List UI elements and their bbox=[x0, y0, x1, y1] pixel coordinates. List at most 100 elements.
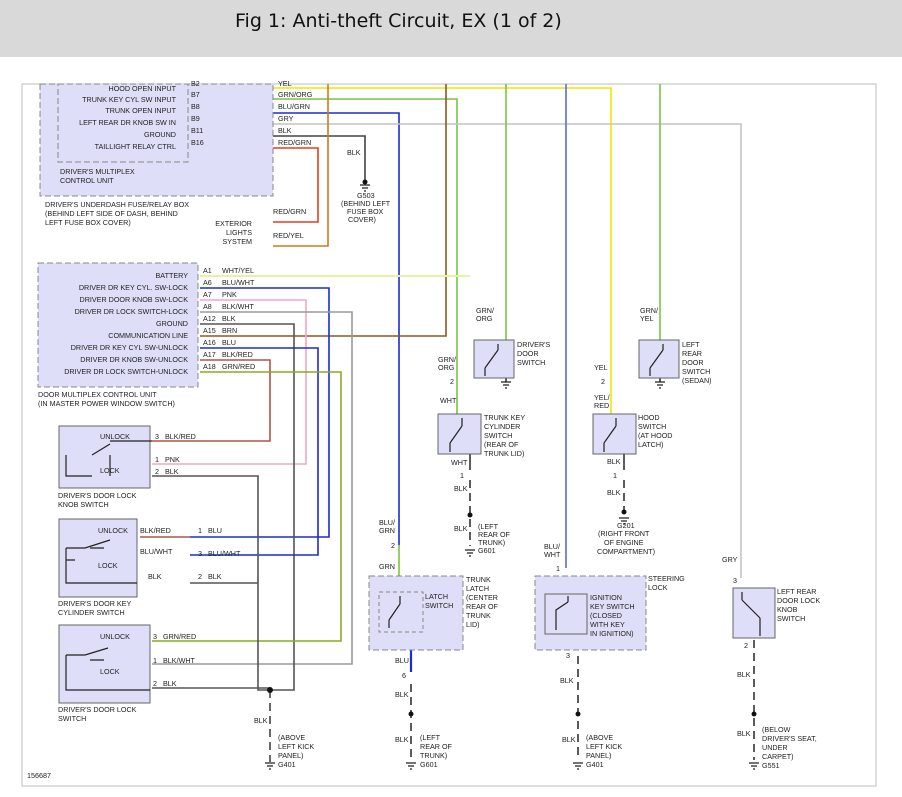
fuse-pin-number: B8 bbox=[191, 102, 200, 111]
driver-door-contact bbox=[484, 344, 499, 376]
left-rear-door-switch-box bbox=[638, 339, 680, 379]
ignition-contact bbox=[555, 596, 569, 630]
multiplex-control-unit bbox=[57, 83, 189, 163]
ground-g601-trunk bbox=[465, 549, 475, 557]
latch-contact bbox=[388, 596, 401, 628]
latch-label: LID) bbox=[466, 620, 480, 629]
driver-door-label: DOOR bbox=[517, 349, 539, 358]
ignition-steering: STEERING bbox=[648, 574, 685, 583]
left-rear-door-wire: GRN/YEL bbox=[640, 306, 658, 323]
ignition-out-pin: 3 bbox=[566, 651, 570, 660]
exterior-lights-label: LIGHTS bbox=[226, 228, 252, 237]
door-wire-color: BLU bbox=[222, 338, 236, 347]
door-wire-color: BLK bbox=[222, 314, 236, 323]
door-wire-color: BLK/RED bbox=[222, 350, 253, 359]
splice-ignition bbox=[575, 711, 581, 717]
left-rear-knob-blk2: BLK bbox=[737, 729, 751, 738]
ignition-desc: LEFT KICK bbox=[586, 742, 622, 751]
trunk-key-out-pin: 1 bbox=[460, 471, 464, 480]
latch-label: TRUNK bbox=[466, 575, 491, 584]
trunk-key-cyl-box bbox=[437, 413, 482, 455]
g503-desc: COVER) bbox=[348, 215, 376, 224]
diagram-frame bbox=[21, 83, 877, 787]
lock-wire: BLK/WHT bbox=[163, 656, 196, 665]
door-pin-label: DRIVER DOOR KNOB SW-LOCK bbox=[80, 295, 189, 304]
trunk-key-contact bbox=[449, 418, 463, 452]
door-pin-number: A6 bbox=[203, 278, 212, 287]
ground-g503 bbox=[360, 184, 370, 192]
wire-blu-a16 bbox=[190, 347, 319, 556]
labels: HOOD OPEN INPUT TRUNK KEY CYL SW INPUT T… bbox=[27, 79, 820, 780]
wire-blk-wht-a8 bbox=[152, 311, 353, 665]
component-boxes bbox=[37, 83, 776, 704]
g401-left-desc: (ABOVE bbox=[278, 733, 305, 742]
fuse-pin-number: B11 bbox=[191, 126, 203, 135]
hood-out-pin: 1 bbox=[613, 471, 617, 480]
hood-label: HOOD bbox=[638, 413, 660, 422]
trunk-key-pin: 2 bbox=[450, 377, 454, 386]
trunk-key-desc: (LEFT bbox=[478, 522, 499, 531]
fuse-pin-label: HOOD OPEN INPUT bbox=[109, 84, 177, 93]
trunk-key-label: SWITCH bbox=[484, 431, 512, 440]
left-rear-knob-label: DOOR LOCK bbox=[777, 596, 820, 605]
wire-red-yel-lights bbox=[273, 84, 329, 247]
wire-blk-a12 bbox=[200, 323, 295, 691]
latch-desc: (LEFT bbox=[420, 733, 441, 742]
door-pin-label: DRIVER DR LOCK SWITCH-UNLOCK bbox=[64, 367, 188, 376]
g503-ground: G503 bbox=[357, 191, 375, 200]
fuse-pin-label: TRUNK OPEN INPUT bbox=[105, 106, 176, 115]
ignition-inner: IN IGNITION) bbox=[590, 629, 634, 638]
lock-pin: 1 bbox=[153, 656, 157, 665]
lock-unlock: UNLOCK bbox=[100, 632, 130, 641]
exterior-lights-label: EXTERIOR bbox=[215, 219, 252, 228]
left-rear-door-label: DOOR bbox=[682, 358, 704, 367]
ignition-blk: BLK bbox=[560, 676, 574, 685]
door-pin-label: DRIVER DR KNOB SW-UNLOCK bbox=[80, 355, 188, 364]
keycyl-switch-label: CYLINDER SWITCH bbox=[58, 608, 125, 617]
fuse-pin-number: B2 bbox=[191, 79, 200, 88]
splice-left-rear bbox=[751, 711, 757, 717]
ignition-inner: (CLOSED bbox=[590, 611, 622, 620]
left-rear-door-contact bbox=[649, 344, 664, 376]
wire-blk-red-a17 bbox=[152, 359, 271, 442]
trunk-key-top-wire: GRN/ORG bbox=[438, 355, 456, 372]
fuse-pin-label: TAILLIGHT RELAY CTRL bbox=[95, 142, 176, 151]
figure-number: 156687 bbox=[27, 771, 51, 780]
keycyl-lock: LOCK bbox=[98, 561, 118, 570]
ignition-inner: IGNITION bbox=[590, 593, 622, 602]
ground-g551 bbox=[749, 762, 759, 770]
knob-switch-label: KNOB SWITCH bbox=[58, 500, 109, 509]
hood-label: LATCH) bbox=[638, 440, 663, 449]
splice-latch bbox=[408, 711, 414, 717]
left-rear-door-label: REAR bbox=[682, 349, 702, 358]
left-rear-knob-out-pin: 2 bbox=[744, 641, 748, 650]
door-pin-number: A8 bbox=[203, 302, 212, 311]
knob-pin: 3 bbox=[155, 432, 159, 441]
wires bbox=[140, 84, 755, 762]
splice-g401 bbox=[267, 687, 273, 693]
left-rear-knob-box bbox=[732, 587, 776, 639]
latch-ground: G601 bbox=[420, 760, 438, 769]
trunk-key-ground: G601 bbox=[478, 546, 496, 555]
knob-switch-label: DRIVER'S DOOR LOCK bbox=[58, 491, 137, 500]
g401-left-desc: PANEL) bbox=[278, 751, 303, 760]
left-rear-knob-wire: GRY bbox=[722, 555, 738, 564]
wire-brn-comm bbox=[200, 84, 447, 337]
ground-g601-latch bbox=[406, 762, 416, 770]
door-wire-color: WHT/YEL bbox=[222, 266, 254, 275]
door-pin-number: A12 bbox=[203, 314, 216, 323]
left-rear-knob-desc: UNDER bbox=[762, 743, 788, 752]
door-pin-label: DRIVER DR KEY CYL SW-UNLOCK bbox=[71, 343, 188, 352]
fuse-box-label: LEFT FUSE BOX COVER) bbox=[45, 218, 131, 227]
hood-ground: G201 bbox=[617, 521, 635, 530]
hood-blk: BLK bbox=[607, 457, 621, 466]
multiplex-unit-label: CONTROL UNIT bbox=[60, 176, 114, 185]
splice-hood bbox=[621, 509, 627, 515]
ignition-inner: KEY SWITCH bbox=[590, 602, 635, 611]
door-wire-color: BLK/WHT bbox=[222, 302, 255, 311]
door-unit-label: DOOR MULTIPLEX CONTROL UNIT bbox=[38, 390, 157, 399]
g503-desc: FUSE BOX bbox=[347, 207, 384, 216]
fuse-wire-color: BLU/GRN bbox=[278, 102, 310, 111]
door-pin-number: A16 bbox=[203, 338, 216, 347]
door-wire-color: PNK bbox=[222, 290, 237, 299]
